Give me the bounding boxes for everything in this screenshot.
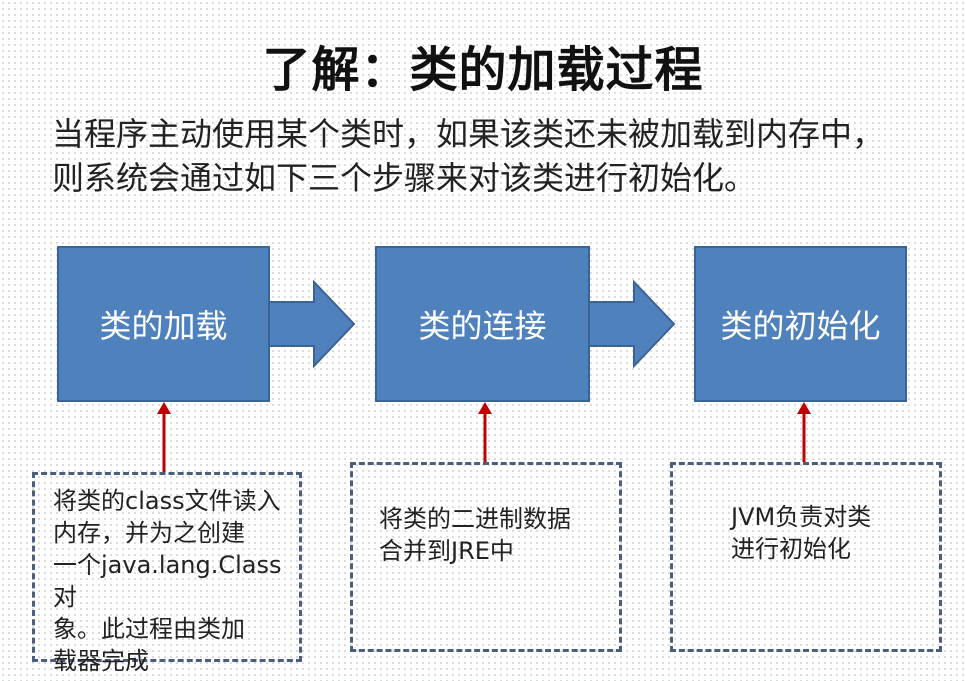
slide-title: 了解：类的加载过程 — [262, 42, 704, 98]
note-loading-line: 载器完成 — [53, 647, 149, 675]
note-loading: 将类的class文件读入 内存，并为之创建 一个java.lang.Class对… — [32, 472, 302, 675]
note-linking-line: 将类的二进制数据 — [379, 505, 571, 533]
stage-box-linking: 类的连接 — [375, 246, 590, 402]
stage-box-loading: 类的加载 — [57, 246, 270, 402]
arrow-right-icon — [268, 280, 356, 368]
note-initialization: JVM负责对类 进行初始化 — [670, 462, 942, 652]
note-linking: 将类的二进制数据 合并到JRE中 — [350, 462, 622, 652]
intro-line-1: 当程序主动使用某个类时，如果该类还未被加载到内存中， — [52, 115, 885, 153]
stage-label-linking: 类的连接 — [418, 307, 547, 345]
note-initialization-line: JVM负责对类 — [731, 503, 872, 531]
note-loading-line: 将类的class文件读入 — [53, 487, 281, 515]
note-loading-line: 一个java.lang.Class对 — [53, 551, 282, 611]
intro-line-2: 则系统会通过如下三个步骤来对该类进行初始化。 — [52, 159, 757, 197]
stage-box-initialization: 类的初始化 — [694, 246, 907, 402]
note-loading-line: 象。此过程由类加 — [53, 615, 245, 643]
stage-label-loading: 类的加载 — [99, 307, 228, 345]
intro-text: 当程序主动使用某个类时，如果该类还未被加载到内存中， 则系统会通过如下三个步骤来… — [52, 112, 952, 200]
pointer-arrow-icon — [157, 402, 171, 472]
stage-label-initialization: 类的初始化 — [720, 307, 881, 345]
pointer-arrow-icon — [478, 402, 492, 462]
arrow-right-icon — [588, 280, 676, 368]
pointer-arrow-icon — [797, 402, 811, 462]
note-loading-line: 内存，并为之创建 — [53, 519, 245, 547]
note-initialization-line: 进行初始化 — [731, 535, 851, 563]
note-linking-line: 合并到JRE中 — [379, 537, 514, 565]
